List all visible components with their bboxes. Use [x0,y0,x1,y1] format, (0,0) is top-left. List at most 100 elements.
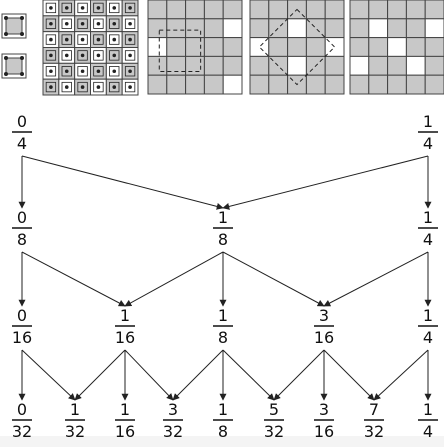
grid-marker [93,2,104,14]
grid-dot [49,21,53,26]
denominator: 16 [12,328,32,347]
edge-r2b-r3d [124,349,174,401]
grid-cell [147,0,168,20]
edge-r0b-r1b [222,155,429,210]
denominator: 16 [314,328,334,347]
grid-cell [324,74,345,95]
fraction-r2c: 18 [213,306,233,347]
fraction-r1b: 18 [213,208,233,249]
numerator: 0 [17,208,27,227]
numerator: 1 [218,400,228,419]
grid-dot [80,6,85,10]
numerator: 1 [423,112,433,131]
grid-dot [96,53,101,58]
fraction-r2d: 316 [314,306,334,347]
denominator: 8 [218,422,228,441]
fraction-r2e: 14 [418,306,438,347]
grid-dot [112,53,117,58]
grid-cell [222,74,243,95]
grid-cell [424,0,444,20]
grid-cell [405,37,426,57]
grid-dot [128,53,132,58]
corner-dot [4,32,8,36]
denominator: 4 [423,422,433,441]
grid-dot [128,85,132,89]
corner-dot [20,72,24,76]
grid-dot [64,53,69,58]
grid-dot [64,85,69,89]
grid-cell [387,55,407,76]
grid-cell [424,55,444,76]
denominator: 4 [423,134,433,153]
grid-cell [166,37,187,57]
denominator: 32 [264,422,284,441]
grid-marker [45,2,57,14]
fraction-r3a: 032 [12,400,32,441]
grid-marker [124,81,136,93]
grid-dot [128,21,132,26]
denominator: 16 [115,328,135,347]
denominator: 4 [423,230,433,249]
grid-cell [387,0,407,20]
fraction-r2a: 016 [12,306,32,347]
grid-cell [305,0,326,20]
edge-r1a-r2b [21,251,126,307]
grid-marker [124,18,136,29]
dashed-diamond [258,8,336,86]
numerator: 1 [423,306,433,325]
grid-marker [77,81,88,93]
grid-marker [93,18,104,29]
grid-cell [203,0,224,20]
grid-cell [368,0,389,20]
edge-r2c-r3f [222,349,275,401]
grid-marker [109,34,120,45]
numerator: 1 [423,208,433,227]
numerator: 1 [70,400,80,419]
grid-cell [166,0,187,20]
grid-marker [61,2,72,14]
numerator: 3 [319,400,329,419]
grid-cell [185,37,205,57]
grid-dot [64,21,69,26]
edges [18,155,432,401]
grid-cell [166,55,187,76]
numerator: 0 [17,400,27,419]
grid-cell [249,0,270,20]
fraction-r0a: 04 [12,112,32,153]
grid-cell [287,18,307,39]
grid-marker [61,66,72,77]
fraction-r1c: 14 [418,208,438,249]
grid-marker [109,81,120,93]
grid-marker [61,50,72,61]
grid-cell [203,37,224,57]
fraction-r3h: 732 [364,400,384,441]
grid-marker [45,18,57,29]
grid-dot [128,69,132,74]
grid-dot [80,69,85,74]
grid-cell [349,37,370,57]
grid-cell [349,74,370,95]
grid-cell [305,74,326,95]
pattern-small-tiles [1,13,27,79]
grid-cell [147,37,168,57]
grid-marker [109,66,120,77]
grid-marker [109,50,120,61]
fraction-r3e: 18 [213,400,233,441]
grid-marker [61,81,72,93]
grid-marker [45,66,57,77]
edge-r0a-r1b [21,155,224,210]
grid-cell [287,55,307,76]
denominator: 4 [17,134,27,153]
grid-dot [64,37,69,42]
grid-cell [424,18,444,39]
numerator: 5 [269,400,279,419]
bottom-strip [0,436,444,447]
denominator: 8 [218,328,228,347]
grid-marker [77,66,88,77]
fraction-r0b: 14 [418,112,438,153]
grid-cell [147,74,168,95]
fraction-r3c: 116 [115,400,135,441]
grid-cell [249,55,270,76]
corner-dot [4,72,8,76]
grid-marker [77,2,88,14]
